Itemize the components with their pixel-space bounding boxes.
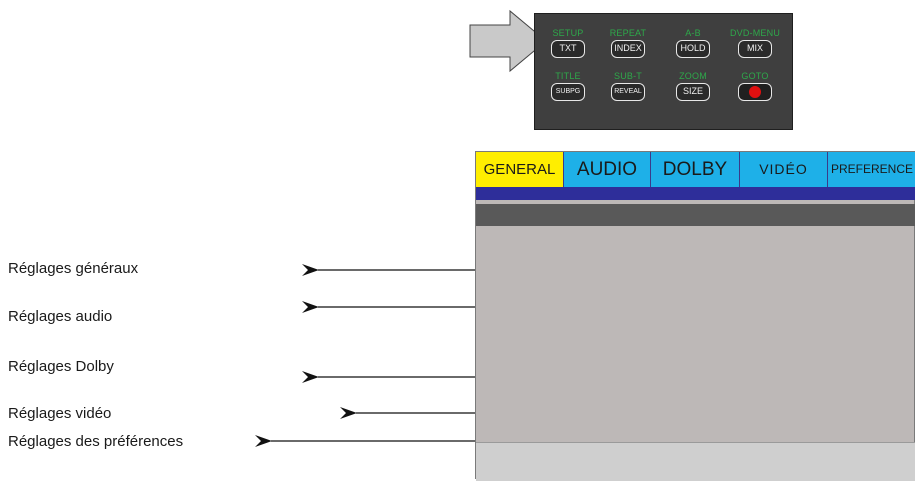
setup-key-group: SETUP TXT [538, 28, 598, 58]
tab-dolby[interactable]: DOLBY [651, 152, 740, 187]
goto-red-button[interactable] [738, 83, 772, 101]
goto-label: GOTO [741, 71, 769, 81]
sub-t-key-group: SUB-T REVEAL [598, 71, 658, 101]
goto-key-group: GOTO [725, 71, 785, 101]
dvd-menu-key-group: DVD-MENU MIX [725, 28, 785, 58]
mix-button[interactable]: MIX [738, 40, 772, 58]
sub-t-label: SUB-T [614, 71, 642, 81]
setup-label: SETUP [552, 28, 584, 38]
tab-preference[interactable]: PREFERENCE [828, 152, 915, 187]
menu-item-bar [476, 204, 915, 226]
label-general-settings: Réglages généraux [8, 260, 139, 277]
remote-control-panel: SETUP TXT REPEAT INDEX A-B HOLD DVD-MENU… [534, 13, 793, 130]
hold-button[interactable]: HOLD [676, 40, 710, 58]
setup-menu-screen: GENERAL AUDIO DOLBY VIDÉO PREFERENCE [475, 151, 915, 481]
menu-tabs: GENERAL AUDIO DOLBY VIDÉO PREFERENCE [476, 152, 915, 187]
menu-highlight-bar [476, 187, 915, 200]
txt-button[interactable]: TXT [551, 40, 585, 58]
subpg-button[interactable]: SUBPG [551, 83, 585, 101]
tab-video[interactable]: VIDÉO [740, 152, 828, 187]
reveal-button[interactable]: REVEAL [611, 83, 645, 101]
tab-audio[interactable]: AUDIO [564, 152, 651, 187]
size-button[interactable]: SIZE [676, 83, 710, 101]
title-key-group: TITLE SUBPG [538, 71, 598, 101]
label-video-settings: Réglages vidéo [8, 405, 112, 422]
repeat-label: REPEAT [609, 28, 647, 38]
label-preference-settings: Réglages des préférences [8, 433, 184, 450]
title-label: TITLE [555, 71, 581, 81]
ab-key-group: A-B HOLD [663, 28, 723, 58]
menu-footer-bar [476, 442, 915, 481]
zoom-label: ZOOM [679, 71, 707, 81]
red-dot-icon [749, 86, 761, 98]
ab-label: A-B [685, 28, 701, 38]
dvd-menu-label: DVD-MENU [729, 28, 781, 38]
repeat-key-group: REPEAT INDEX [598, 28, 658, 58]
tab-general[interactable]: GENERAL [476, 152, 564, 187]
label-dolby-settings: Réglages Dolby [8, 358, 114, 375]
label-audio-settings: Réglages audio [8, 308, 113, 325]
index-button[interactable]: INDEX [611, 40, 645, 58]
zoom-key-group: ZOOM SIZE [663, 71, 723, 101]
